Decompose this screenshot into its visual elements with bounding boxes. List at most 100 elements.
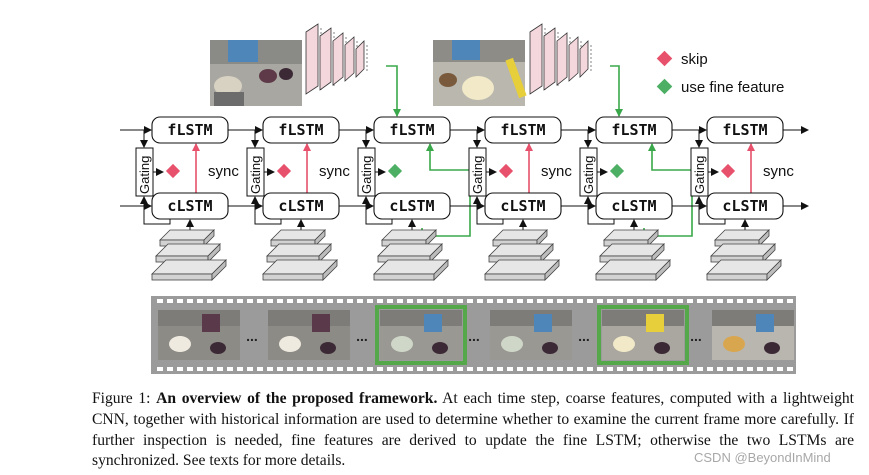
cnn-layer: [344, 36, 355, 82]
film-perforation: [547, 367, 553, 371]
time-step: Gating sync fLSTM cLSTM: [246, 116, 350, 230]
film-perforation: [347, 367, 353, 371]
film-perforation: [337, 299, 343, 303]
film-frame: ...: [375, 305, 480, 365]
flstm-box: [151, 116, 229, 144]
gating-label: Gating: [248, 156, 263, 194]
frame-photo-background: [602, 310, 684, 326]
gating-label: Gating: [470, 156, 485, 194]
frame-photo-background: [490, 310, 572, 326]
frame-photo-background: [268, 310, 350, 326]
film-perforation: [747, 367, 753, 371]
frame-photo-item: [764, 342, 780, 354]
film-perforation: [247, 367, 253, 371]
film-perforation: [167, 299, 173, 303]
fine-input-photo-2: [433, 40, 527, 106]
film-perforation: [407, 367, 413, 371]
film-perforation: [497, 299, 503, 303]
cnn-layer: [543, 27, 556, 91]
film-perforation: [227, 367, 233, 371]
coarse-to-fine-path: [643, 143, 693, 237]
frame-photo-bowl: [501, 336, 523, 352]
film-perforation: [757, 299, 763, 303]
fine-feature-path: [386, 65, 401, 117]
film-perforation: [177, 299, 183, 303]
film-perforation: [427, 299, 433, 303]
coarse-cnns: [151, 229, 782, 281]
film-frame: ...: [597, 305, 702, 365]
frame-ellipsis: ...: [468, 328, 480, 344]
film-perforation: [287, 299, 293, 303]
film-perforation: [237, 299, 243, 303]
film-perforation: [677, 367, 683, 371]
fine-cnn-2: [529, 23, 592, 95]
clstm-label: cLSTM: [500, 197, 545, 215]
gating-feedback-arrow: [584, 196, 615, 225]
coarse-layer-side: [322, 259, 338, 281]
cnn-layer: [305, 23, 319, 95]
film-perforation: [587, 367, 593, 371]
film-perforation: [737, 299, 743, 303]
coarse-layer-side: [766, 259, 782, 281]
film-perforation: [357, 367, 363, 371]
film-perforation: [717, 299, 723, 303]
sync-label: sync: [541, 163, 572, 180]
film-perforation: [617, 299, 623, 303]
cnn-layer: [332, 32, 344, 86]
frame-highlight: [597, 305, 689, 365]
coarse-cnn: [706, 229, 782, 281]
fine-input-photo-1: [210, 40, 302, 106]
film-perforation: [627, 367, 633, 371]
frame-photo-background: [712, 310, 794, 326]
cnn-layer: [529, 23, 543, 95]
film-perforation: [157, 367, 163, 371]
film-perforation: [527, 367, 533, 371]
fine-diamond-icon: [609, 163, 625, 179]
sync-label: sync: [319, 163, 350, 180]
frame-photo-background: [380, 310, 462, 326]
film-perforation: [647, 367, 653, 371]
film-perforation: [637, 367, 643, 371]
coarse-cnn: [484, 229, 560, 281]
flstm-label: fLSTM: [278, 121, 323, 139]
frame-photo-bowl: [169, 336, 191, 352]
film-frame: [712, 310, 794, 360]
film-perforation: [607, 299, 613, 303]
film-perforation: [387, 367, 393, 371]
clstm-label: cLSTM: [389, 197, 434, 215]
film-perforation: [417, 299, 423, 303]
film-frame: ...: [268, 310, 368, 360]
figure-caption: Figure 1: An overview of the proposed fr…: [92, 389, 854, 472]
cnn-layer: [355, 40, 365, 78]
flstm-label: fLSTM: [722, 121, 767, 139]
film-perforation: [427, 367, 433, 371]
film-perforation: [437, 299, 443, 303]
coarse-layer-front: [262, 273, 324, 281]
flstm-box: [595, 116, 673, 144]
film-perforation: [707, 367, 713, 371]
frame-photo-item: [210, 342, 226, 354]
frame-photo-item: [320, 342, 336, 354]
legend: skip use fine feature: [656, 50, 784, 96]
clstm-label: cLSTM: [278, 197, 323, 215]
film-perforation: [647, 299, 653, 303]
frame-photo-bowl: [391, 336, 413, 352]
film-perforation: [197, 367, 203, 371]
film-perforation: [507, 367, 513, 371]
film-perforation: [777, 299, 783, 303]
film-perforation: [567, 299, 573, 303]
coarse-layer-front: [484, 273, 546, 281]
fine-cnn-1: [305, 23, 368, 95]
flstm-label: fLSTM: [500, 121, 545, 139]
film-perforation: [187, 367, 193, 371]
gating-label: Gating: [692, 156, 707, 194]
frame-photo-object: [646, 314, 664, 332]
film-perforation: [307, 299, 313, 303]
film-perforation: [697, 367, 703, 371]
frame-ellipsis: ...: [690, 328, 702, 344]
film-perforation: [597, 299, 603, 303]
film-perforation: [567, 367, 573, 371]
flstm-label: fLSTM: [389, 121, 434, 139]
frame-photo-item: [654, 342, 670, 354]
